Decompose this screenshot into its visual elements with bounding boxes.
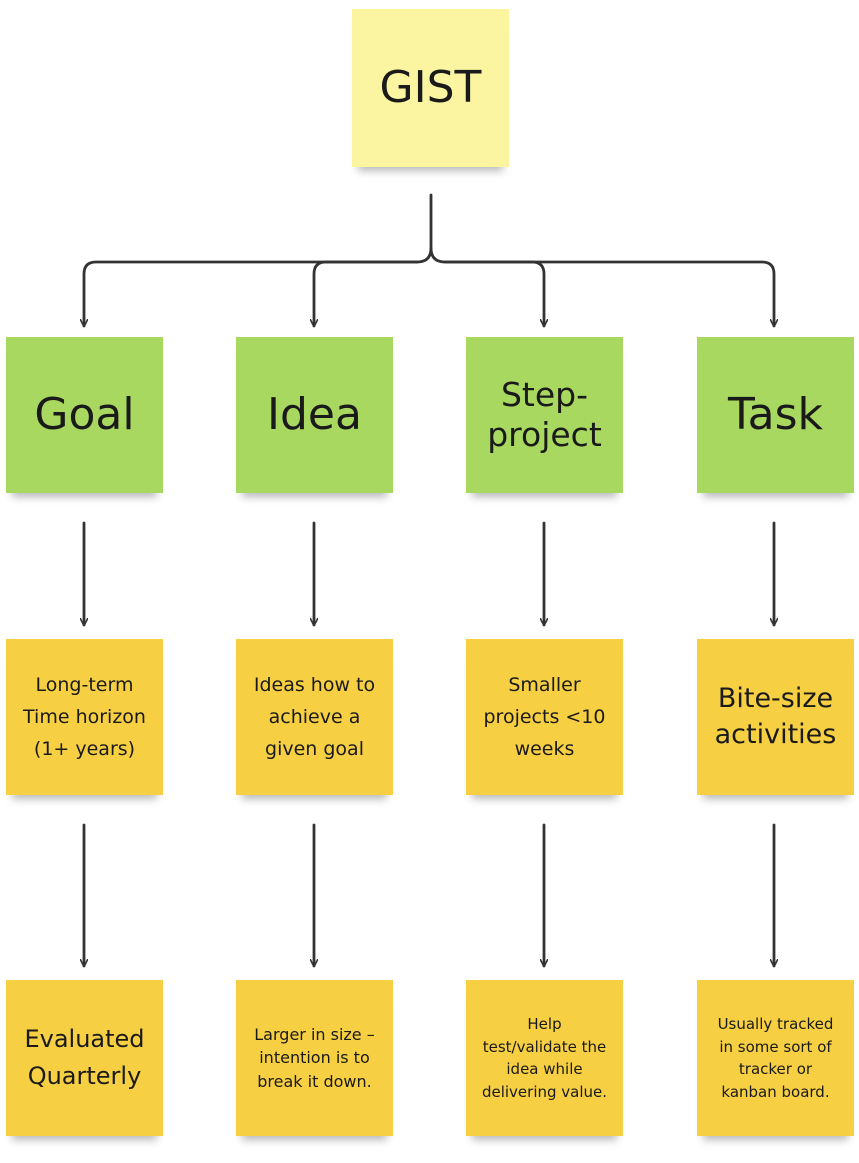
footnote-idea: Larger in size – intention is to break i… [236, 980, 393, 1136]
branch-arrow-goal [84, 260, 419, 328]
footnote-text-goal: Evaluated Quarterly [24, 1024, 145, 1090]
footnote-text-step-project: Help test/validate the idea while delive… [481, 1015, 608, 1101]
detail-note-task: Bite-size activities [697, 639, 854, 795]
category-note-task: Task [697, 337, 854, 493]
trunk-connector [415, 193, 433, 264]
detail-text-step-project: Smaller projects <10 weeks [483, 673, 606, 761]
category-note-goal: Goal [6, 337, 163, 493]
detail-note-goal: Long-term Time horizon (1+ years) [6, 639, 163, 795]
branch-arrow-step-project [443, 260, 544, 328]
root-label: GIST [379, 61, 482, 113]
footnote-goal: Evaluated Quarterly [6, 980, 163, 1136]
detail-text-task: Bite-size activities [714, 682, 837, 750]
category-label-task: Task [728, 388, 823, 440]
category-note-step-project: Step-project [466, 337, 623, 493]
trunk-connector-right [429, 246, 447, 264]
root-note-gist: GIST [352, 9, 509, 167]
category-label-goal: Goal [34, 388, 135, 440]
detail-note-step-project: Smaller projects <10 weeks [466, 639, 623, 795]
category-label-idea: Idea [267, 388, 362, 440]
branch-arrow-task [443, 260, 774, 328]
category-note-idea: Idea [236, 337, 393, 493]
branch-arrow-idea [314, 260, 419, 328]
footnote-text-idea: Larger in size – intention is to break i… [254, 1025, 375, 1091]
detail-note-idea: Ideas how to achieve a given goal [236, 639, 393, 795]
footnote-text-task: Usually tracked in some sort of tracker … [717, 1015, 834, 1101]
footnote-task: Usually tracked in some sort of tracker … [697, 980, 854, 1136]
detail-text-goal: Long-term Time horizon (1+ years) [23, 673, 146, 761]
footnote-step-project: Help test/validate the idea while delive… [466, 980, 623, 1136]
detail-text-idea: Ideas how to achieve a given goal [253, 673, 376, 761]
category-label-step-project: Step-project [487, 374, 602, 454]
